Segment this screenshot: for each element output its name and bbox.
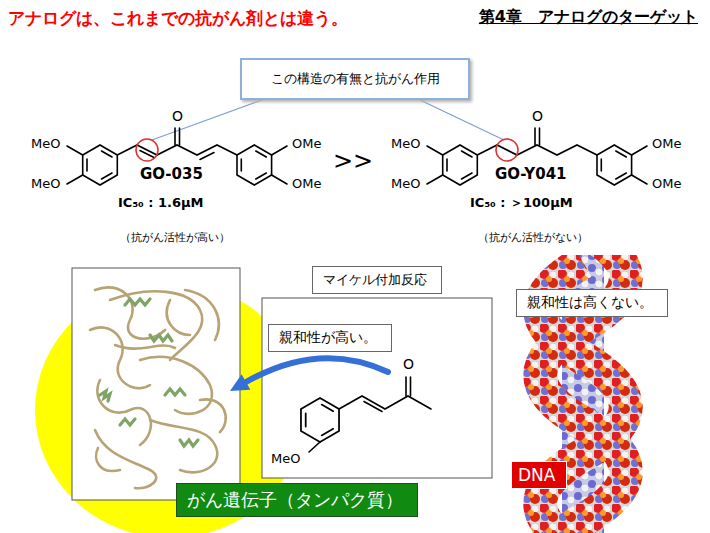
- illustration-part: [301, 398, 339, 442]
- illustration-part: [97, 380, 151, 445]
- atom-label: MeO: [31, 137, 60, 152]
- highlight-circle: [496, 139, 518, 161]
- illustration-part: [100, 391, 110, 401]
- illustration-part: [262, 298, 492, 478]
- illustration-part: [597, 145, 632, 185]
- ic50-value: IC₅₀ : 1.6μM: [118, 196, 204, 211]
- illustration-part: [200, 399, 226, 432]
- small-molecule-panel: [262, 298, 492, 478]
- illustration-part: [95, 430, 156, 488]
- illustration-part: [597, 145, 632, 185]
- ic50-value: IC₅₀ : ＞100μM: [470, 196, 573, 211]
- illustration-part: [125, 299, 150, 305]
- node-text: がん遺伝子（タンパク質）: [187, 488, 403, 512]
- illustration-part: [150, 420, 217, 472]
- atom-label: OMe: [652, 177, 681, 192]
- illustration-part: [443, 145, 478, 185]
- atom-label: O: [172, 108, 183, 124]
- atom-label: O: [532, 108, 543, 124]
- illustration-part: [406, 377, 411, 396]
- compound-name: GO-035: [140, 166, 203, 183]
- atom-label: MeO: [391, 137, 420, 152]
- atom-label: MeO: [31, 177, 60, 192]
- activity-note: （抗がん活性が高い）: [120, 232, 230, 245]
- reaction-label-box: マイケル付加反応: [312, 266, 442, 294]
- dna-picture: [510, 255, 656, 533]
- atom-label: OMe: [652, 137, 681, 152]
- illustration-part: [96, 448, 120, 471]
- atom-label: MeO: [391, 177, 420, 192]
- node-text: マイケル付加反応: [323, 271, 427, 289]
- illustration-part: [167, 300, 190, 335]
- illustration-part: [67, 146, 83, 184]
- chapter-heading: 第4章 アナログのターゲット: [479, 8, 698, 26]
- illustration-part: [301, 398, 339, 442]
- illustration-part: [72, 268, 240, 500]
- illustration-part: [140, 151, 214, 160]
- affinity-box: 親和性は高くない。: [516, 289, 668, 317]
- node-text: 親和性は高くない。: [527, 294, 653, 312]
- callout-box: この構造の有無と抗がん作用: [240, 58, 470, 100]
- atom-label: OMe: [292, 137, 321, 152]
- illustration-part: [140, 357, 212, 414]
- illustration-part: [237, 145, 272, 185]
- atom-label: MeO: [271, 452, 300, 467]
- reaction-arrow: [230, 358, 388, 391]
- illustration-part: [90, 327, 150, 388]
- illustration-part: [185, 290, 219, 340]
- illustration-part: [165, 389, 185, 395]
- molecule-go-y041: [427, 128, 647, 185]
- illustration-part: [83, 145, 118, 185]
- illustration-part: [237, 145, 272, 185]
- comparison-sign: >>: [333, 148, 373, 176]
- leader-lines: [152, 100, 504, 140]
- molecule-go-035: [67, 128, 287, 185]
- illustration-part: [427, 146, 443, 184]
- illustration-part: [230, 374, 250, 391]
- illustration-part: [87, 151, 112, 179]
- illustration-part: [420, 100, 504, 140]
- target-name-box: がん遺伝子（タンパク質）: [176, 483, 418, 517]
- compound-name: GO-Y041: [495, 166, 567, 183]
- illustration-part: [364, 402, 382, 412]
- illustration-part: [306, 405, 334, 436]
- illustration-part: [115, 345, 175, 349]
- node-text: DNA: [518, 465, 555, 485]
- activity-note: （抗がん活性がない）: [478, 232, 588, 245]
- illustration-part: [632, 146, 647, 184]
- atom-label: O: [403, 356, 414, 372]
- protein-picture: [72, 268, 240, 500]
- illustration-part: [120, 419, 135, 425]
- illustration-part: [301, 377, 431, 452]
- affinity-box: 親和性が高い。: [268, 324, 392, 352]
- illustration-part: [83, 145, 118, 185]
- highlight-circle: [136, 139, 158, 161]
- illustration-part: [175, 128, 180, 145]
- illustration-part: [447, 151, 472, 179]
- illustration-part: [241, 151, 266, 179]
- atom-label: OMe: [292, 177, 321, 192]
- illustration-part: [180, 440, 198, 446]
- illustration-part: [152, 100, 262, 140]
- illustration-part: [246, 358, 388, 382]
- node-text: この構造の有無と抗がん作用: [271, 70, 440, 88]
- dna-tag: DNA: [511, 461, 567, 489]
- illustration-part: [309, 442, 320, 452]
- illustration-part: [601, 151, 626, 179]
- illustration-part: [100, 299, 198, 446]
- illustration-part: [90, 287, 226, 488]
- node-text: 親和性が高い。: [279, 329, 377, 347]
- page-title: アナログは、これまでの抗がん剤とは違う。: [8, 7, 348, 30]
- illustration-part: [272, 146, 287, 184]
- illustration-part: [150, 335, 172, 341]
- illustration-part: [443, 145, 478, 185]
- illustration-part: [535, 128, 540, 145]
- illustration-part: [339, 396, 431, 409]
